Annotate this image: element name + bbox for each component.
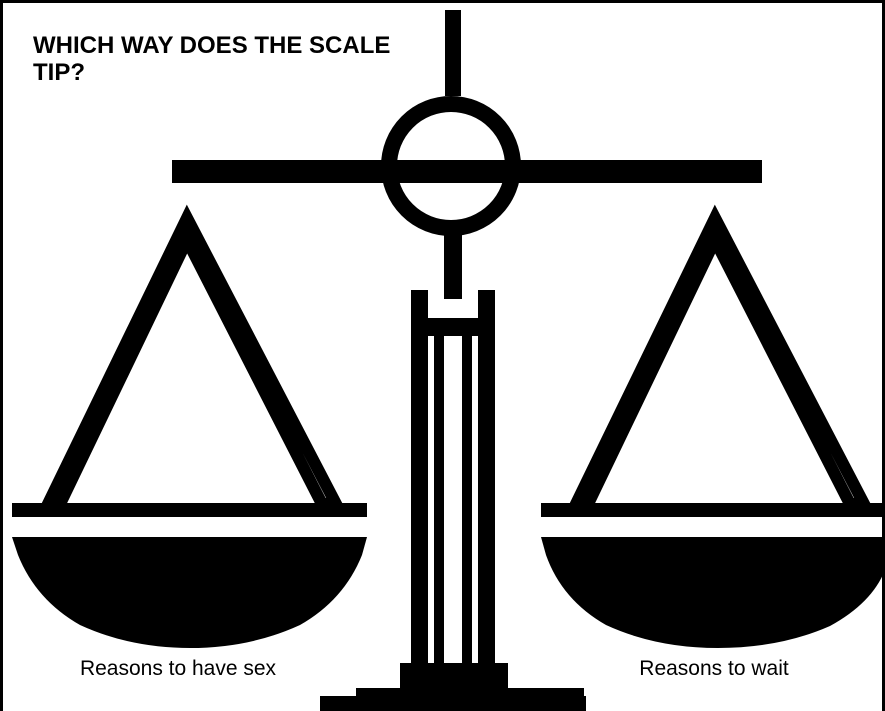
- right-pan-bowl: [541, 537, 885, 648]
- scale-beam: [172, 160, 762, 183]
- left-pan: [12, 204, 367, 648]
- diagram-title: WHICH WAY DOES THE SCALE TIP?: [33, 32, 391, 86]
- right-pan-hanger: [566, 204, 874, 510]
- left-pan-bowl: [12, 537, 367, 648]
- right-pan-label: Reasons to wait: [639, 657, 789, 680]
- left-pan-label: Reasons to have sex: [80, 657, 277, 680]
- scale-pivot-stub: [444, 225, 462, 299]
- scale-stand: [320, 290, 586, 711]
- scale-hanger: [445, 10, 461, 96]
- right-pan: [541, 204, 885, 648]
- left-pan-hanger: [38, 204, 346, 510]
